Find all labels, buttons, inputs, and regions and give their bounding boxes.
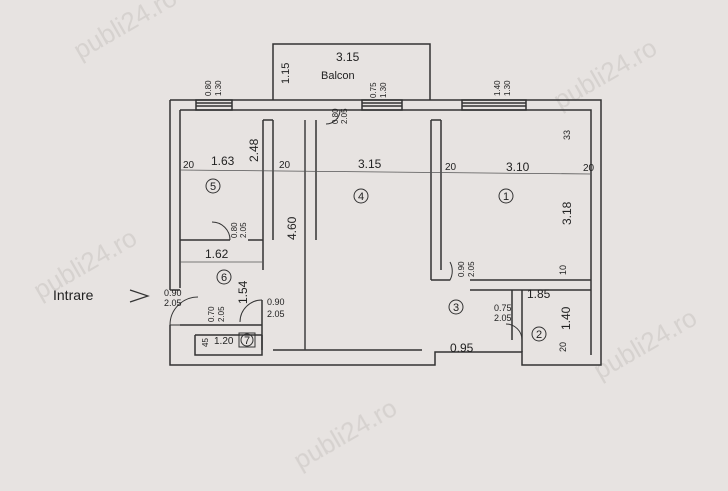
room5-depth: 2.48 xyxy=(247,138,261,162)
window4-w: 1.30 xyxy=(379,82,388,98)
wc-door-h: 2.05 xyxy=(217,306,226,322)
room1-depth: 3.18 xyxy=(560,201,574,225)
wall-20c: 20 xyxy=(445,162,457,173)
wall-20a: 20 xyxy=(183,160,195,171)
balcony-width: 3.15 xyxy=(336,50,360,64)
wall-20b: 20 xyxy=(279,160,291,171)
wall-33: 33 xyxy=(562,130,572,140)
door4-h: 2.05 xyxy=(267,309,285,319)
wc-width: 1.20 xyxy=(214,336,234,347)
entrance-label: Intrare xyxy=(53,287,94,303)
dimension-line xyxy=(179,169,592,175)
door4-w: 0.90 xyxy=(267,297,285,307)
door1-w: 0.90 xyxy=(457,261,466,277)
bath-width: 1.85 xyxy=(527,287,551,301)
door5-w: 0.80 xyxy=(230,222,239,238)
room-number-4: 4 xyxy=(358,191,364,203)
bath-door-h: 2.05 xyxy=(494,313,512,323)
room4-depth: 4.60 xyxy=(285,216,299,240)
room-number-5: 5 xyxy=(210,181,216,193)
window1-h: 1.40 xyxy=(493,80,502,96)
balcony-door-h: 2.05 xyxy=(340,108,349,124)
window1-w: 1.30 xyxy=(503,80,512,96)
balcony-door-w: 0.80 xyxy=(331,108,340,124)
wall-20d: 20 xyxy=(583,163,595,174)
window5-w: 1.30 xyxy=(214,80,223,96)
balcony-label: Balcon xyxy=(321,70,355,82)
door-swings xyxy=(169,109,523,341)
bath-depth: 1.40 xyxy=(559,306,573,330)
door5-h: 2.05 xyxy=(239,222,248,238)
wc-door-w: 0.70 xyxy=(207,306,216,322)
room-number-1: 1 xyxy=(503,191,509,203)
wall-10: 10 xyxy=(558,265,568,275)
bath-door-w: 0.75 xyxy=(494,303,512,313)
room-markers: 1 2 3 4 5 6 7 xyxy=(205,178,547,348)
hall-depth: 1.54 xyxy=(236,280,250,304)
svg-text:publi24.ro: publi24.ro xyxy=(588,302,702,385)
svg-text:publi24.ro: publi24.ro xyxy=(68,0,182,65)
room-number-7: 7 xyxy=(244,335,250,347)
room4-width: 3.15 xyxy=(358,157,382,171)
wall-45: 45 xyxy=(201,338,210,347)
hall-width: 1.62 xyxy=(205,247,229,261)
room-number-3: 3 xyxy=(453,302,459,314)
room3-width: 0.95 xyxy=(450,341,474,355)
svg-text:publi24.ro: publi24.ro xyxy=(288,392,402,475)
balcony-depth: 1.15 xyxy=(280,63,292,84)
svg-text:publi24.ro: publi24.ro xyxy=(548,32,662,115)
entrance-arrow-icon xyxy=(129,289,150,303)
window5-h: 0.80 xyxy=(204,80,213,96)
room5-width: 1.63 xyxy=(211,154,235,168)
wall-20e: 20 xyxy=(558,342,568,352)
room-number-2: 2 xyxy=(536,329,542,341)
door1-h: 2.05 xyxy=(467,261,476,277)
window4-h: 0.75 xyxy=(369,82,378,98)
room-number-6: 6 xyxy=(221,272,227,284)
entry-door-h: 2.05 xyxy=(164,298,182,308)
room1-width: 3.10 xyxy=(506,160,530,174)
entry-door-w: 0.90 xyxy=(164,288,182,298)
